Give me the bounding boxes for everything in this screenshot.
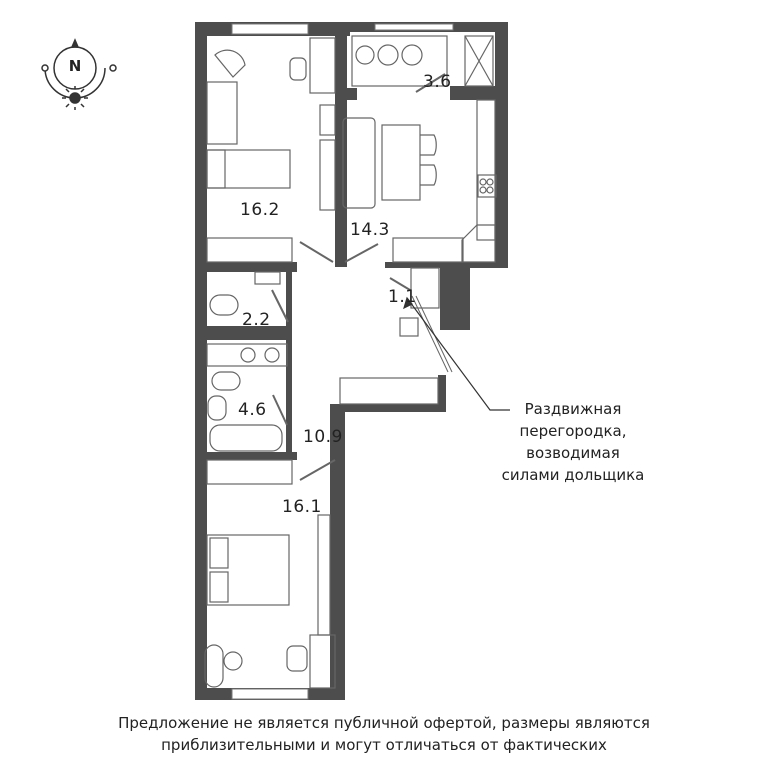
sliding-partition-note: Раздвижная перегородка, возводимая силам… [488,398,658,486]
room-area-wc: 2.2 [242,310,271,330]
disclaimer: Предложение не является публичной оферто… [0,712,768,756]
closet-2 [206,459,293,485]
bathtub [209,424,283,452]
balcony-table [351,35,448,87]
counter-bottom [392,237,464,263]
sink-1 [254,271,281,285]
dining-table [381,124,421,201]
note-line: силами дольщика [501,466,645,484]
single-bed [206,149,291,189]
kitchen-sink [461,224,496,263]
room-area-kitchen-living: 14.3 [350,220,390,240]
room-area-bedroom-2: 16.1 [282,497,322,517]
room-area-bathroom: 4.6 [238,400,267,420]
chair-2 [286,645,308,672]
desk [309,37,336,94]
shelf [206,81,238,145]
storage [464,35,494,87]
walls [195,22,508,700]
room-area-bedroom-1: 16.2 [240,200,280,220]
closet-3 [339,377,439,405]
desk-2 [309,634,336,689]
toilet-1 [209,294,239,316]
disclaimer-line-1: Предложение не является публичной оферто… [118,714,650,732]
room-area-wardrobe: 1.1 [388,287,417,307]
wardrobe-1 [319,104,336,136]
wardrobe-2 [317,514,331,636]
wardrobe-rack [410,267,440,309]
armchair [214,49,246,78]
closet-1 [206,237,293,263]
chairs [420,134,437,186]
sofa [342,117,376,209]
windows [231,23,454,700]
compass-north-label: N [68,57,82,75]
room-area-hallway: 10.9 [303,427,343,447]
annotation-leader [403,296,510,411]
note-line: перегородка, [519,422,627,440]
room-area-balcony: 3.6 [423,72,452,92]
disclaimer-line-2: приблизительными и могут отличаться от ф… [161,736,607,754]
kitchen-counter [476,99,496,241]
cabinet [399,317,419,337]
note-line: Раздвижная [524,400,622,418]
chair [289,57,307,81]
double-bed [206,534,290,606]
stove [477,174,497,198]
furniture [204,35,497,689]
toilet-2 [211,371,241,391]
washer [206,343,288,367]
sink-2 [207,395,227,421]
note-line: возводимая [526,444,620,462]
compass-icon [41,38,117,110]
armchair-2 [204,644,224,688]
